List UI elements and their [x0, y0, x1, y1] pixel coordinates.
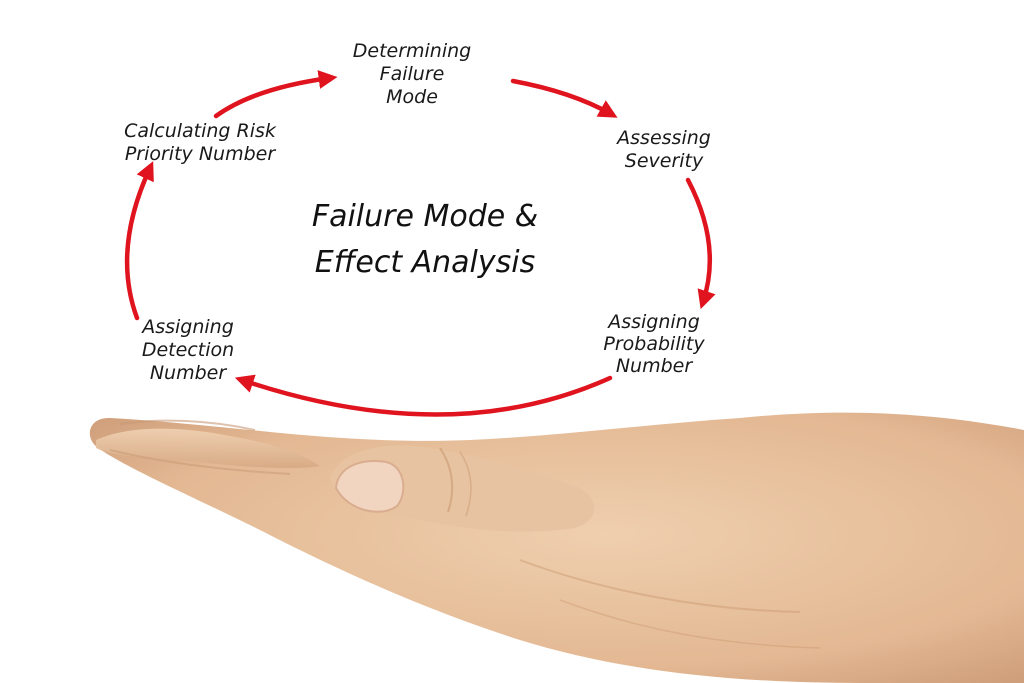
thumbnail-icon: [334, 460, 405, 513]
title-line-1: Failure Mode &: [312, 199, 538, 234]
step-label-line: Number: [150, 362, 228, 384]
arrow-severity-to-probability: [685, 177, 716, 310]
step-determining-failure-mode: Determining Failure Mode: [353, 40, 471, 108]
step-label-line: Calculating Risk: [124, 120, 277, 142]
step-label-line: Failure: [380, 63, 445, 85]
step-label-line: Assessing: [615, 127, 711, 149]
step-label-line: Probability: [603, 333, 705, 355]
arrow-rpn-to-determining: [213, 70, 338, 119]
step-label-line: Number: [616, 355, 694, 377]
step-label-line: Mode: [386, 86, 438, 108]
step-label-line: Detection: [142, 339, 234, 361]
step-calculating-risk-priority-number: Calculating Risk Priority Number: [124, 120, 277, 165]
step-assigning-probability-number: Assigning Probability Number: [603, 311, 705, 377]
step-label-line: Assigning: [606, 311, 700, 333]
step-label-line: Determining: [353, 40, 471, 62]
arrow-detection-to-rpn: [124, 161, 154, 321]
step-label-line: Severity: [625, 150, 704, 172]
step-label-line: Assigning: [140, 316, 234, 338]
cycle-arrows: [124, 70, 716, 417]
step-assessing-severity: Assessing Severity: [615, 127, 711, 172]
step-assigning-detection-number: Assigning Detection Number: [140, 316, 234, 384]
step-label-line: Priority Number: [125, 143, 277, 165]
arrow-probability-to-detection: [234, 374, 613, 417]
title-line-2: Effect Analysis: [315, 245, 535, 280]
diagram-title: Failure Mode & Effect Analysis: [312, 199, 538, 280]
open-palm-hand-icon: [89, 412, 1024, 683]
arrow-determining-to-severity: [510, 78, 618, 118]
